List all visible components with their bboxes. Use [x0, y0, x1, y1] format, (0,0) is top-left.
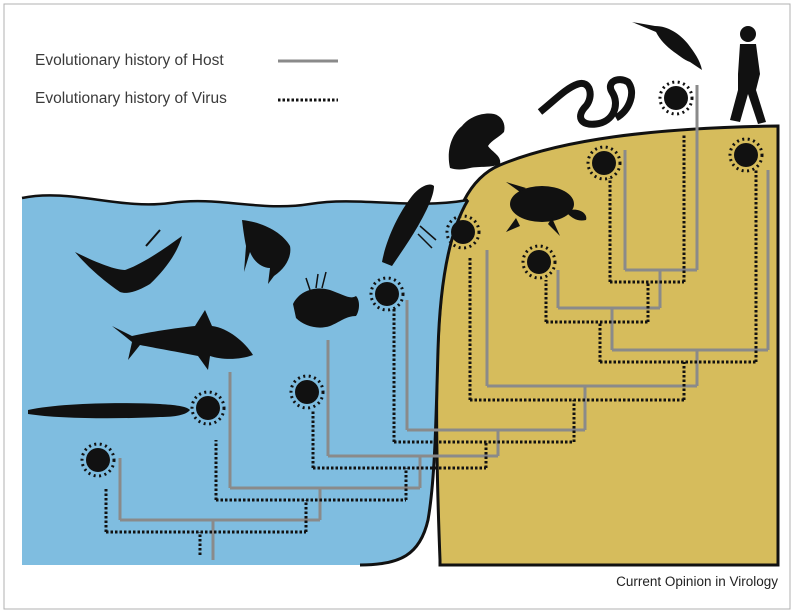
viruses: [80, 80, 764, 478]
legend-host-label: Evolutionary history of Host: [35, 52, 224, 69]
spiky-virus-icon: [586, 145, 622, 181]
source-credit: Current Opinion in Virology: [616, 574, 778, 589]
animals: [28, 22, 766, 419]
spiky-virus-icon: [658, 80, 694, 116]
human-icon: [730, 26, 766, 124]
virus-tree: [104, 135, 758, 555]
legend-virus-label: Evolutionary history of Virus: [35, 90, 227, 107]
manta-ray-icon: [75, 229, 182, 293]
frog-icon: [448, 113, 505, 170]
coelacanth-icon: [382, 184, 437, 266]
lionfish-icon: [293, 271, 359, 328]
turtle-icon: [506, 182, 587, 236]
spiky-virus-icon: [445, 214, 481, 250]
water-surface: [21, 194, 469, 208]
spiky-virus-icon: [80, 442, 116, 478]
spiky-virus-icon: [728, 137, 764, 173]
spiky-virus-icon: [521, 244, 557, 280]
shoreline: [359, 199, 470, 567]
spiky-virus-icon: [289, 374, 325, 410]
bird-icon: [632, 22, 702, 70]
shark-icon: [112, 310, 253, 370]
host-tree: [118, 85, 770, 560]
angelfish-icon: [242, 220, 291, 284]
spiky-virus-icon: [190, 390, 226, 426]
spiky-virus-icon: [369, 276, 405, 312]
eel-icon: [28, 403, 190, 419]
snake-icon: [537, 76, 635, 128]
